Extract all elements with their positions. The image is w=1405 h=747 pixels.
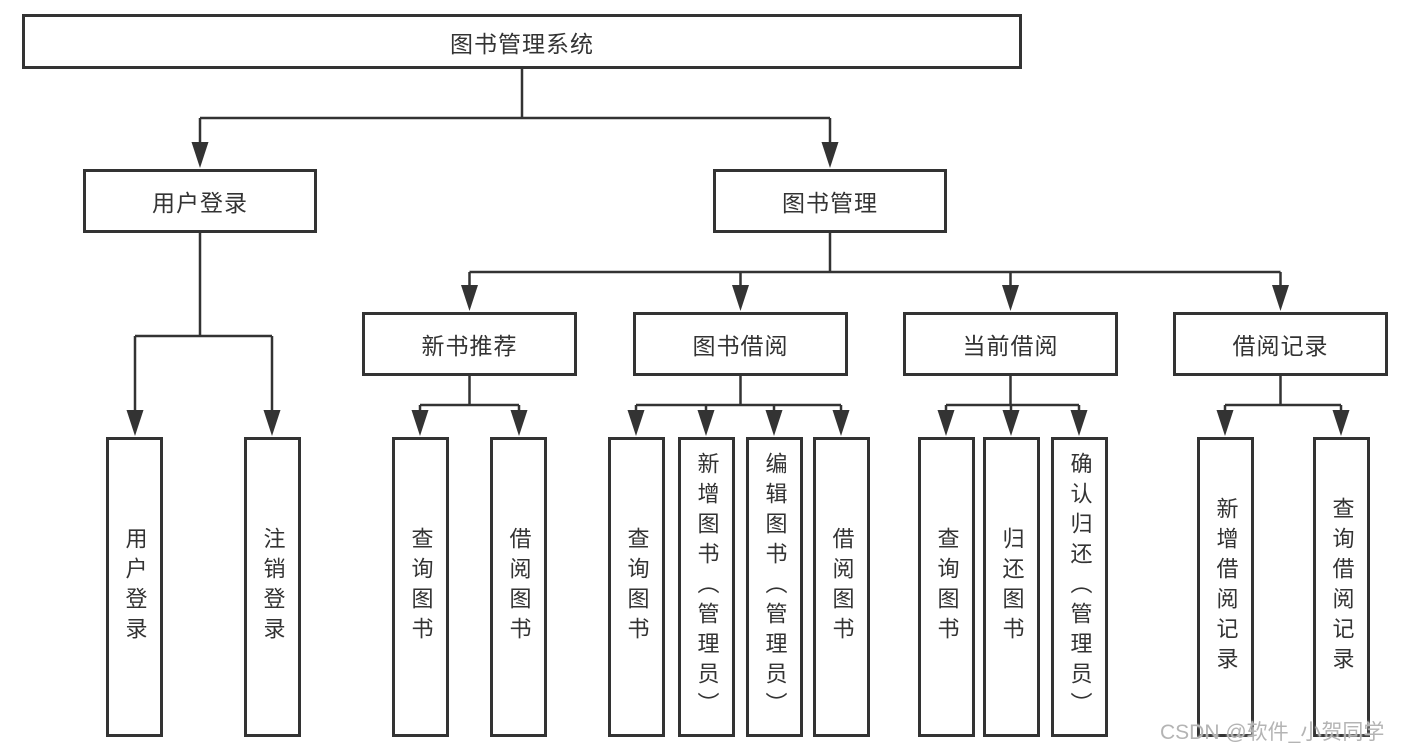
leaf-borrow-books-borrowing: 借阅图书 xyxy=(813,437,870,737)
leaf-user-login-label: 用户登录 xyxy=(122,527,148,647)
leaf-query-books-borrowing-label: 查询图书 xyxy=(624,527,650,647)
leaf-borrow-books-recommend: 借阅图书 xyxy=(490,437,547,737)
node-borrowing-records: 借阅记录 xyxy=(1173,312,1388,376)
leaf-add-borrow-record: 新增借阅记录 xyxy=(1197,437,1254,737)
node-book-borrowing-label: 图书借阅 xyxy=(692,333,789,359)
leaf-return-book: 归还图书 xyxy=(983,437,1040,737)
node-book-management: 图书管理 xyxy=(713,169,947,233)
node-book-borrowing: 图书借阅 xyxy=(633,312,848,376)
node-book-management-label: 图书管理 xyxy=(782,190,878,216)
leaf-query-books-borrowing: 查询图书 xyxy=(608,437,665,737)
leaf-query-books-recommend-label: 查询图书 xyxy=(408,527,434,647)
leaf-add-book-admin: 新增图书（管理员） xyxy=(678,437,735,737)
node-new-book-recommendation-label: 新书推荐 xyxy=(421,333,518,359)
leaf-query-borrow-record: 查询借阅记录 xyxy=(1313,437,1370,737)
leaf-logout: 注销登录 xyxy=(244,437,301,737)
node-current-borrowing-label: 当前借阅 xyxy=(962,333,1059,359)
node-borrowing-records-label: 借阅记录 xyxy=(1232,333,1329,359)
leaf-edit-book-admin: 编辑图书（管理员） xyxy=(746,437,803,737)
leaf-query-books-current: 查询图书 xyxy=(918,437,975,737)
leaf-add-book-admin-label: 新增图书（管理员） xyxy=(694,452,720,722)
leaf-return-book-label: 归还图书 xyxy=(999,527,1025,647)
leaf-query-borrow-record-label: 查询借阅记录 xyxy=(1329,497,1355,677)
leaf-user-login: 用户登录 xyxy=(106,437,163,737)
node-current-borrowing: 当前借阅 xyxy=(903,312,1118,376)
leaf-query-books-current-label: 查询图书 xyxy=(934,527,960,647)
leaf-confirm-return-admin-label: 确认归还（管理员） xyxy=(1067,452,1093,722)
leaf-borrow-books-recommend-label: 借阅图书 xyxy=(506,527,532,647)
leaf-edit-book-admin-label: 编辑图书（管理员） xyxy=(762,452,788,722)
node-user-login: 用户登录 xyxy=(83,169,317,233)
leaf-query-books-recommend: 查询图书 xyxy=(392,437,449,737)
leaf-logout-label: 注销登录 xyxy=(260,527,286,647)
node-system-root: 图书管理系统 xyxy=(22,14,1022,69)
arrowheads xyxy=(126,142,1350,436)
node-system-root-label: 图书管理系统 xyxy=(450,30,594,57)
csdn-watermark: CSDN @软件_小贺同学 xyxy=(1160,721,1385,744)
node-user-login-label: 用户登录 xyxy=(152,190,248,216)
leaf-borrow-books-borrowing-label: 借阅图书 xyxy=(829,527,855,647)
node-new-book-recommendation: 新书推荐 xyxy=(362,312,577,376)
leaf-confirm-return-admin: 确认归还（管理员） xyxy=(1051,437,1108,737)
leaf-add-borrow-record-label: 新增借阅记录 xyxy=(1213,497,1239,677)
